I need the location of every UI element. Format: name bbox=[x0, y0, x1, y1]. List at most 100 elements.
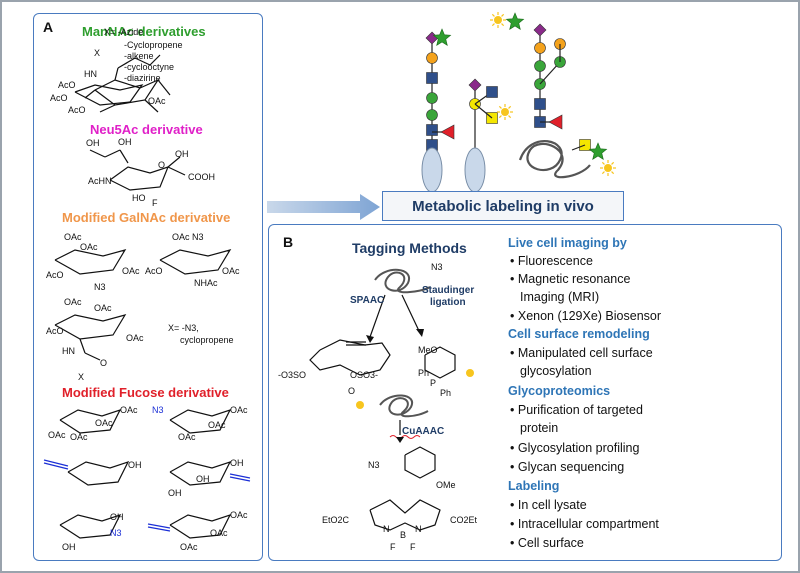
fuc-lbl-11: OH bbox=[196, 474, 210, 484]
tag-sun bbox=[604, 164, 612, 172]
galnac-x-eq2: cyclopropene bbox=[180, 335, 234, 345]
section-glycoproteomics: Glycoproteomics bbox=[508, 384, 611, 398]
neu5ac-title: Neu5Ac derivative bbox=[90, 122, 203, 137]
dye-co2et: CO2Et bbox=[450, 515, 478, 525]
galnac-x-eq: X= -N3, bbox=[168, 323, 199, 333]
neu5ac-acnh: AcHN bbox=[88, 176, 112, 186]
galnac1-oac-1: OAc bbox=[80, 242, 98, 252]
tag-n3: N3 bbox=[431, 262, 443, 272]
glcnac-square bbox=[486, 86, 498, 98]
mannac-opt-1: -alkene bbox=[124, 51, 154, 61]
galnac1-oac-3: OAc bbox=[122, 266, 140, 276]
sialic-acid-diamond bbox=[468, 78, 482, 92]
cuaaac-label: CuAAAC bbox=[402, 426, 445, 437]
section-cell-surface: Cell surface remodeling bbox=[508, 327, 650, 341]
galnac2-n3: N3 bbox=[192, 232, 204, 242]
fucose-structures bbox=[43, 408, 251, 539]
mannose-circle bbox=[534, 60, 546, 72]
fucose-triangle bbox=[548, 114, 563, 130]
spaac-label: SPAAC bbox=[350, 295, 385, 306]
fuc-lbl-15: OAc bbox=[230, 510, 248, 520]
dye-ph2: Ph bbox=[440, 388, 452, 398]
bullet-intracellular: • Intracellular compartment bbox=[510, 517, 659, 531]
galnac3-oac-2: OAc bbox=[126, 333, 144, 343]
galactose-circle bbox=[534, 42, 546, 54]
bullet-glyco-profiling: • Glycosylation profiling bbox=[510, 441, 640, 455]
tag-star bbox=[588, 142, 608, 160]
dye-p: P bbox=[430, 378, 437, 388]
galnac2-oac-0: OAc bbox=[172, 232, 190, 242]
mannose-circle bbox=[426, 109, 438, 121]
glcnac-square bbox=[534, 98, 546, 110]
fucose-title: Modified Fucose derivative bbox=[62, 385, 229, 400]
dye-n3: N3 bbox=[368, 460, 380, 470]
galactose-circle bbox=[426, 52, 438, 64]
sun-ray bbox=[498, 115, 502, 119]
bullet-glycan-seq: • Glycan sequencing bbox=[510, 460, 625, 474]
cell-anchor bbox=[464, 147, 486, 193]
section-labeling: Labeling bbox=[508, 479, 560, 493]
sun-ray bbox=[508, 105, 512, 109]
glycan-illustration bbox=[421, 12, 616, 193]
fuc-lbl-7: OAc bbox=[178, 432, 196, 442]
galnac3-hn: HN bbox=[62, 346, 75, 356]
galnac-structure-1 bbox=[54, 249, 127, 275]
dye-f1: F bbox=[390, 542, 396, 552]
fuc-lbl-2: OAc bbox=[48, 430, 66, 440]
bullet-mri-cont: Imaging (MRI) bbox=[520, 290, 600, 304]
galnac3-oac-1: OAc bbox=[94, 303, 112, 313]
bullet-manipulated-cont: glycosylation bbox=[520, 364, 592, 378]
metabolic-labeling-box: Metabolic labeling in vivo bbox=[382, 191, 624, 221]
neu5ac-oh-3: OH bbox=[175, 149, 189, 159]
staudinger-label-2: ligation bbox=[430, 297, 466, 308]
sun-ray bbox=[508, 115, 512, 119]
bullet-purification: • Purification of targeted bbox=[510, 403, 643, 417]
dye-o: O bbox=[348, 386, 356, 396]
sun-ray bbox=[491, 13, 495, 17]
galnac-structure-3 bbox=[54, 314, 127, 361]
fuc-lbl-1: OAc bbox=[95, 418, 113, 428]
galnac3-oac-0: OAc bbox=[64, 297, 82, 307]
glycan-link bbox=[571, 144, 586, 151]
galnac3-x: X bbox=[78, 372, 85, 382]
fuc-lbl-6: OAc bbox=[208, 420, 226, 430]
galnac1-n3: N3 bbox=[94, 282, 106, 292]
galnac1-oac-2: AcO bbox=[46, 270, 64, 280]
fuc-lbl-13: N3 bbox=[110, 528, 122, 538]
tagging-title: Tagging Methods bbox=[352, 240, 467, 256]
galnac2-nhac: NHAc bbox=[194, 278, 218, 288]
mannac-opt-0: -Cyclopropene bbox=[124, 40, 183, 50]
fuc-lbl-12: OH bbox=[110, 512, 124, 522]
bullet-purification-cont: protein bbox=[520, 421, 559, 435]
bullet-xenon: • Xenon (129Xe) Biosensor bbox=[510, 309, 662, 323]
dye-n-right: N bbox=[415, 524, 422, 534]
bullet-fluorescence: • Fluorescence bbox=[510, 254, 593, 268]
mannac-oac-0: AcO bbox=[58, 80, 76, 90]
fucose-triangle bbox=[440, 124, 455, 140]
tagging-scheme bbox=[309, 268, 474, 531]
mannac-oac-3: OAc bbox=[148, 96, 166, 106]
cell-anchor bbox=[421, 147, 443, 193]
galnac-title: Modified GalNAc derivative bbox=[62, 210, 231, 225]
neu5ac-cooh: COOH bbox=[188, 172, 215, 182]
glcnac-square bbox=[426, 72, 438, 84]
sun-ray bbox=[501, 13, 505, 17]
fuc-lbl-0: OAc bbox=[120, 405, 138, 415]
fuc-lbl-9: OH bbox=[230, 458, 244, 468]
neu5ac-f: F bbox=[152, 198, 158, 208]
dye-so3-left: -O3SO bbox=[278, 370, 307, 380]
sun-ray bbox=[501, 23, 505, 27]
fuc-lbl-17: OAc bbox=[180, 542, 198, 552]
dye-meo: MeO bbox=[418, 345, 438, 355]
protein-coil bbox=[518, 140, 591, 179]
panel-b bbox=[268, 224, 782, 561]
dye-b: B bbox=[400, 530, 407, 540]
glycan-link bbox=[474, 103, 493, 119]
staudinger-label-1: Staudinger bbox=[422, 285, 475, 296]
neu5ac-oh-2: OH bbox=[118, 137, 132, 147]
fuc-lbl-16: OAc bbox=[210, 528, 228, 538]
sialic-acid-diamond bbox=[533, 23, 547, 37]
glcnac-square bbox=[426, 124, 438, 136]
fuc-lbl-14: OH bbox=[62, 542, 76, 552]
